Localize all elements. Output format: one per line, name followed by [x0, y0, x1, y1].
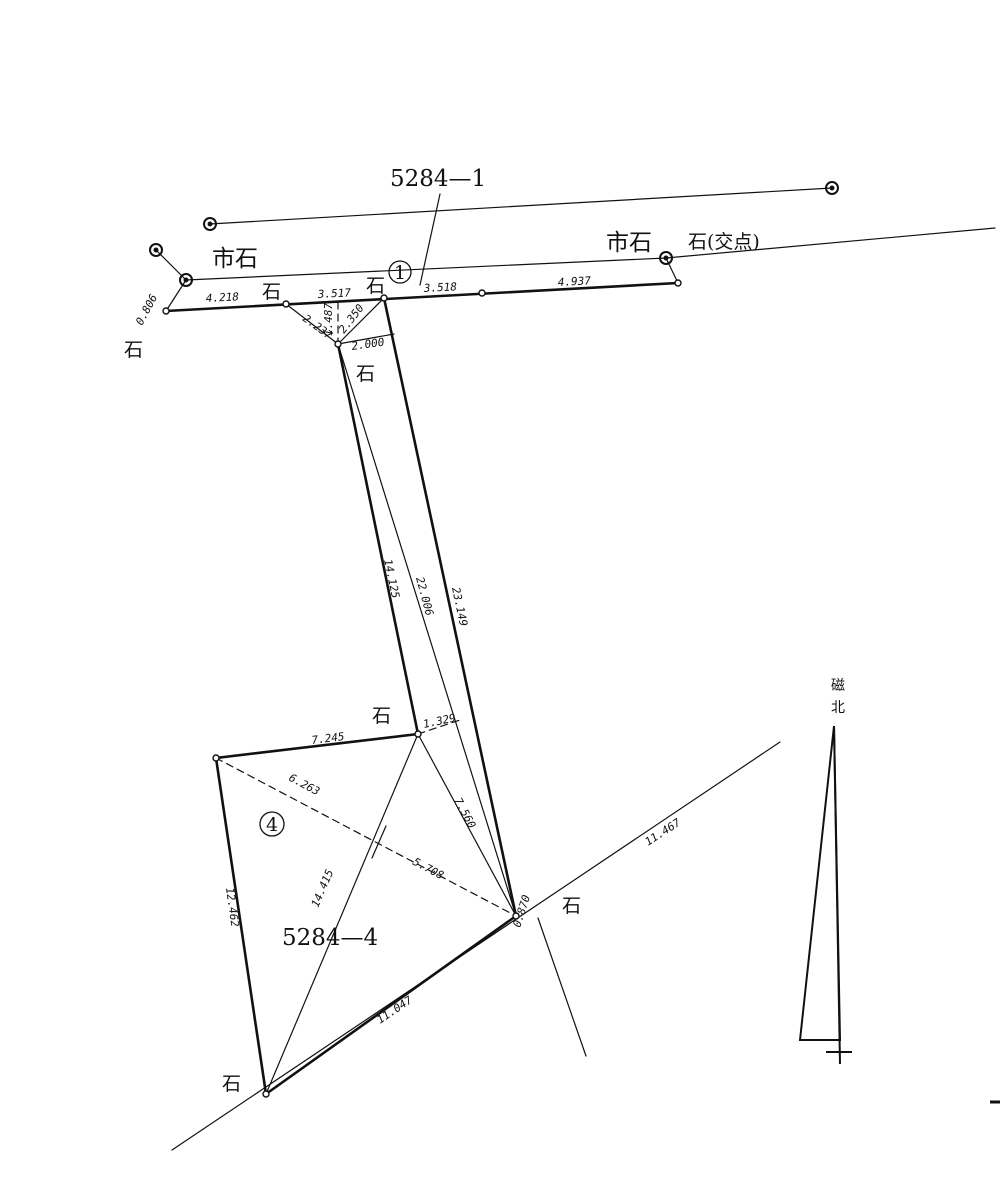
survey-point [162, 307, 170, 315]
strip-edge-line [382, 296, 518, 918]
ichiishi-line [185, 257, 667, 281]
parcel-mark-four: 4 [266, 814, 278, 836]
offset-line [417, 719, 461, 735]
diagonal-line [417, 733, 517, 917]
distance-label: 0.806 [133, 292, 160, 328]
parcel-edge-line [214, 732, 420, 760]
distance-label: 1.487 [322, 303, 335, 336]
stone-label: 石 [562, 895, 581, 917]
city-marker-icon [825, 181, 839, 195]
stone-label: 石 [366, 275, 385, 297]
parcel-label-top: 5284—1 [390, 166, 486, 192]
survey-point [414, 730, 422, 738]
ichiishi-label: 市石 [606, 230, 652, 256]
strip-edge-line [336, 342, 420, 736]
marker-link-line [155, 249, 187, 281]
survey-point [334, 340, 342, 348]
city-marker-icon [659, 251, 673, 265]
city-marker-icon [149, 243, 163, 257]
survey-point [262, 1090, 270, 1098]
offset-line [371, 825, 387, 859]
survey-point [674, 279, 682, 287]
distance-label: 7.560 [451, 795, 478, 831]
distance-label: 4.937 [557, 274, 591, 289]
parcel-mark-circle [388, 260, 412, 284]
parcel-label-bottom: 5284—4 [282, 925, 378, 951]
stone-label: 石 [356, 363, 375, 385]
stone-label: 石 [372, 705, 391, 727]
distance-label: 3.517 [316, 286, 351, 301]
north-arrow-icon [798, 725, 852, 1065]
distance-label: 14.415 [309, 868, 336, 910]
ichiishi-label: 市石 [212, 246, 258, 272]
distance-label: 7.245 [311, 730, 345, 747]
survey-point [478, 289, 486, 297]
stone-label: 石 [124, 339, 143, 361]
road-edge-line [209, 187, 833, 225]
compass-char-north: 北 [831, 700, 845, 716]
distance-label: 6.263 [287, 771, 322, 798]
distance-label: 1.329 [422, 711, 457, 731]
diagonal-line [337, 343, 517, 917]
boundary-line [164, 281, 680, 313]
distance-label: 5.708 [411, 855, 447, 882]
diagonal-line [265, 733, 419, 1095]
distance-label: 4.218 [205, 290, 239, 305]
boundary-line [264, 914, 518, 1096]
boundary-extension-line [665, 227, 996, 259]
intersection-stone-label: 石(交点) [688, 231, 760, 253]
compass-char-magnetic: 磁 [831, 678, 845, 694]
tie-line [285, 303, 339, 345]
diagonal-line [215, 757, 517, 917]
parcel-mark-circle [259, 811, 285, 837]
distance-label: 12.462 [223, 887, 241, 929]
survey-point [512, 912, 520, 920]
survey-point [212, 754, 220, 762]
city-marker-icon [179, 273, 193, 287]
leader-line [419, 193, 441, 286]
tie-line [337, 333, 395, 345]
distance-label: 14.125 [381, 558, 402, 600]
distance-label: 3.518 [422, 280, 457, 295]
city-marker-icon [203, 217, 217, 231]
distance-label: 2.000 [351, 335, 386, 353]
stone-label: 石 [262, 281, 281, 303]
parcel-mark-one: 1 [394, 262, 406, 284]
parcel-edge-line [214, 756, 268, 1096]
survey-point [282, 300, 290, 308]
marker-link-line [665, 257, 679, 284]
stone-label: 石 [222, 1073, 241, 1095]
tie-line [337, 297, 385, 345]
road-edge-line [537, 917, 587, 1057]
survey-point [380, 294, 388, 302]
